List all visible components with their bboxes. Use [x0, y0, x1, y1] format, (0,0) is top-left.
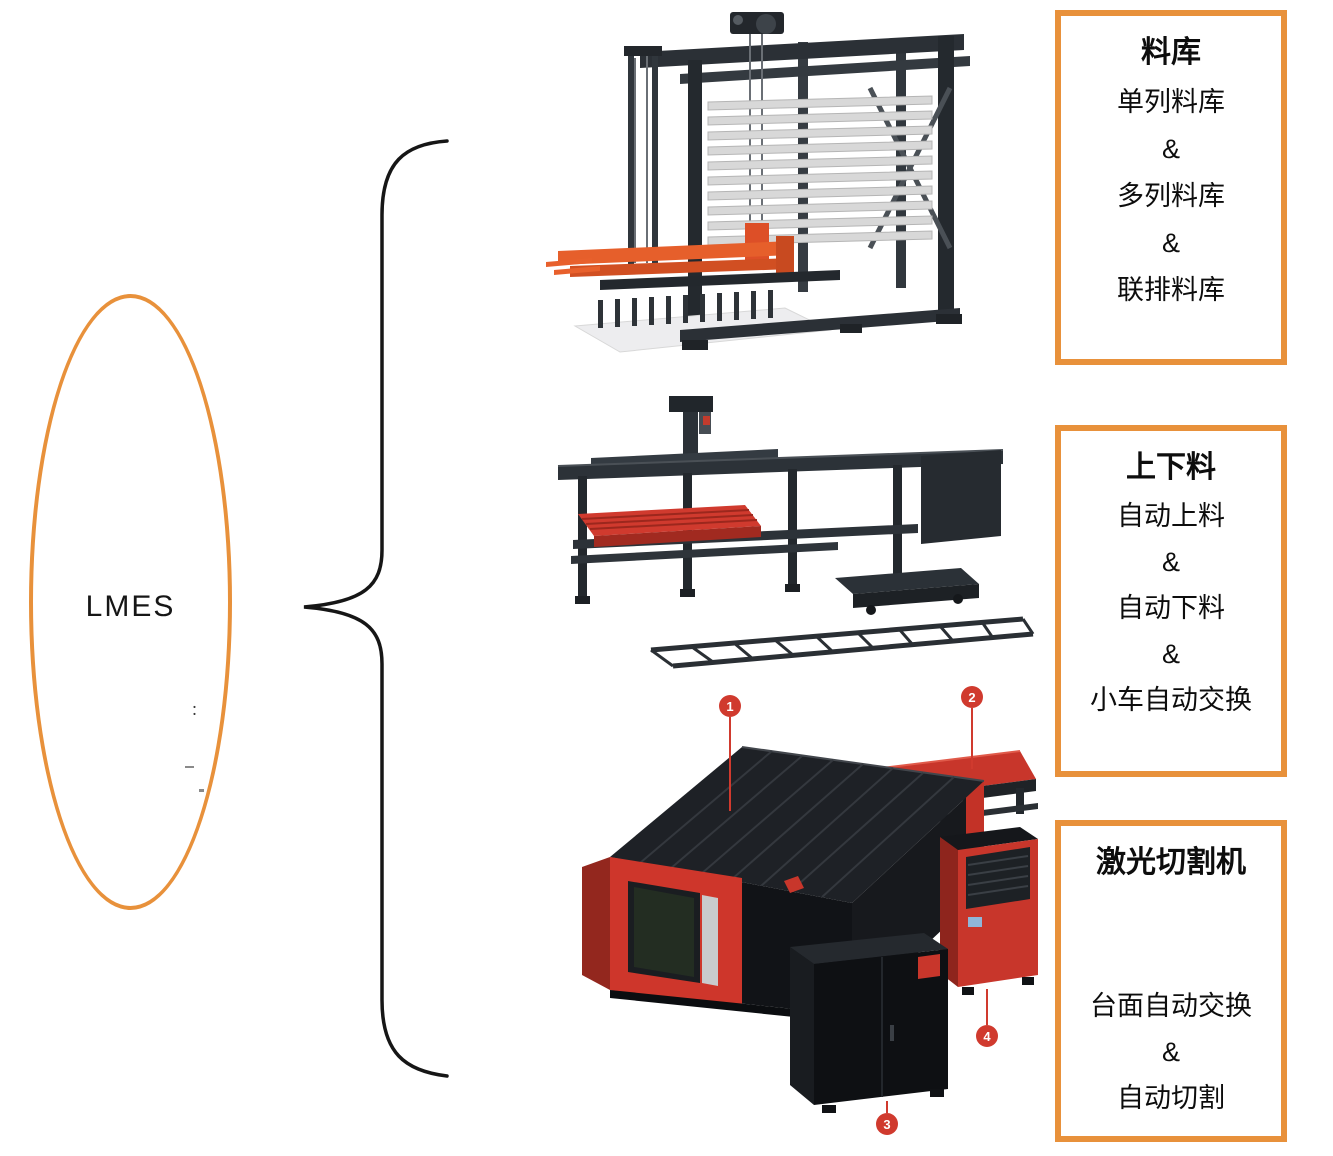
- info-box-storage: 料库 单列料库 & 多列料库 & 联排料库: [1055, 10, 1287, 365]
- marker-3-badge: 3: [876, 1101, 898, 1135]
- laser-cutter-image: 1 2 3 4: [582, 686, 1038, 1135]
- root-label: LMES: [85, 590, 176, 623]
- box-line: 自动切割: [1117, 1082, 1225, 1113]
- brace-connector: [303, 139, 449, 1078]
- gantry: [591, 396, 778, 467]
- tower-base: [680, 308, 962, 350]
- marker-2-label: 2: [968, 690, 975, 705]
- box-line: &: [1161, 546, 1180, 577]
- marker-1-badge: 1: [719, 695, 741, 811]
- red-pallet: [571, 505, 838, 564]
- box-title-laser: 激光切割机: [1096, 846, 1246, 879]
- box-line: &: [1161, 227, 1180, 258]
- box-line: 多列料库: [1117, 180, 1225, 211]
- box-line: 单列料库: [1117, 86, 1225, 117]
- marker-3-label: 3: [883, 1117, 890, 1132]
- marker-1-label: 1: [726, 699, 733, 714]
- info-box-laser: 激光切割机 台面自动交换 & 自动切割: [1055, 820, 1287, 1142]
- box-line: &: [1161, 1036, 1180, 1067]
- loader-fork-unit: [546, 223, 840, 290]
- stray-mark: [199, 789, 204, 792]
- box-line: &: [1161, 638, 1180, 669]
- box-line: &: [1161, 133, 1180, 164]
- box-line: 自动上料: [1117, 500, 1225, 531]
- box-line: 小车自动交换: [1090, 684, 1252, 715]
- stray-mark: [185, 766, 194, 768]
- box-title-storage: 料库: [1141, 36, 1201, 69]
- marker-4-badge: 4: [976, 989, 998, 1047]
- pallet-stack: [707, 95, 933, 246]
- box-title-loading: 上下料: [1126, 451, 1216, 484]
- text-fragment: ：: [191, 702, 205, 718]
- box-line: 联排料库: [1117, 274, 1225, 305]
- marker-2-badge: 2: [961, 686, 983, 769]
- exchange-cart: [835, 568, 979, 615]
- chiller-cabinet: [940, 827, 1038, 995]
- loading-table-image: [557, 396, 1035, 669]
- info-box-loading: 上下料 自动上料 & 自动下料 & 小车自动交换: [1055, 425, 1287, 777]
- box-line: 台面自动交换: [1090, 990, 1252, 1021]
- box-line: 自动下料: [1117, 592, 1225, 623]
- storage-tower-image: [546, 12, 970, 353]
- control-cabinet: [790, 933, 948, 1113]
- marker-4-label: 4: [983, 1029, 991, 1044]
- floor-rails: [650, 616, 1035, 669]
- root-ellipse: LMES ：: [29, 294, 232, 910]
